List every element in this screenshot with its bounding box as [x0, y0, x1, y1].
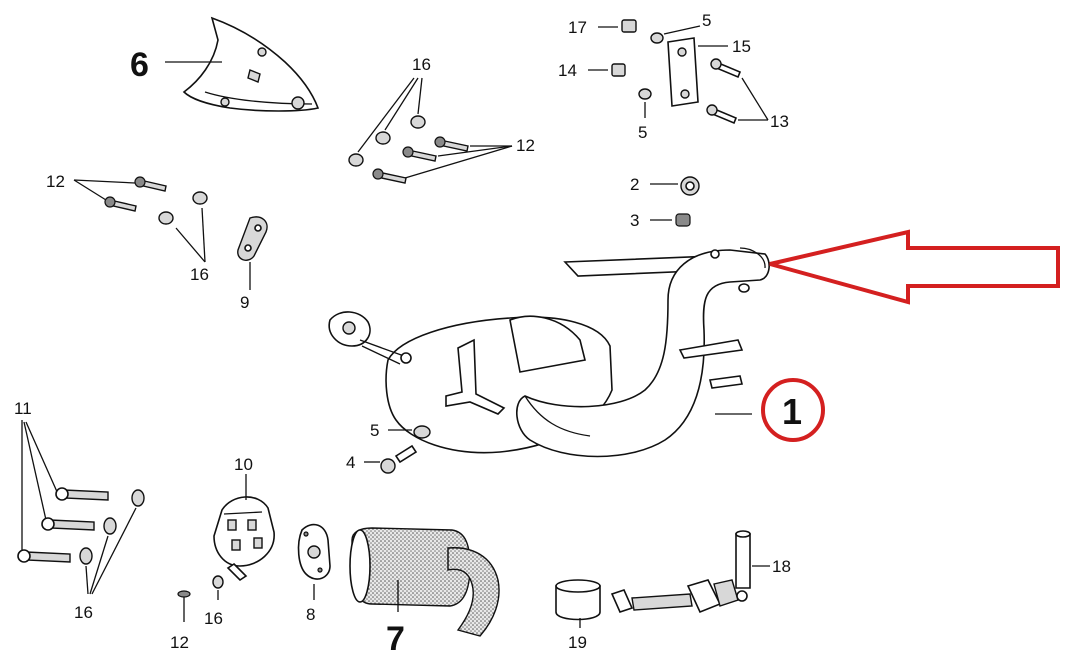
part-label-17: 17: [568, 18, 587, 37]
bolt-group-13: [706, 58, 742, 125]
part-label-16-top: 16: [412, 55, 431, 74]
bolt-group-12-top: [372, 136, 469, 184]
part-label-1: 1: [782, 391, 802, 432]
part-label-5-low: 5: [370, 421, 379, 440]
sensor-assembly-part-18: [610, 530, 751, 614]
part-label-16-bottom: 16: [204, 609, 223, 628]
bolt-part-12-bottom: [177, 590, 191, 622]
washer-group-16-left: [158, 191, 208, 225]
nut-part-17: [621, 19, 637, 33]
part-label-2: 2: [630, 175, 639, 194]
muffler-part-7: [349, 527, 500, 637]
part-label-8: 8: [306, 605, 315, 624]
bolt-part-4: [380, 444, 418, 474]
part-label-9: 9: [240, 293, 249, 312]
part-label-13: 13: [770, 112, 789, 131]
part-label-12-left: 12: [46, 172, 65, 191]
washer-part-16-bottom: [212, 575, 224, 589]
clamp-part-10: [213, 496, 275, 582]
washer-part-5-top: [650, 32, 664, 44]
part-label-11: 11: [14, 399, 32, 418]
heat-shield-part: [182, 16, 320, 112]
part-label-12-top: 12: [516, 136, 535, 155]
part-label-12-bottom: 12: [170, 633, 189, 652]
washer-group-16-top: [348, 115, 426, 167]
part-label-3: 3: [630, 211, 639, 230]
part-label-4: 4: [346, 453, 355, 472]
sleeve-part-19: [555, 579, 601, 621]
bolt-group-11: [17, 487, 109, 563]
part-label-16-left: 16: [190, 265, 209, 284]
part-label-5-top: 5: [702, 11, 711, 30]
part-label-18: 18: [772, 557, 791, 576]
part-label-6: 6: [130, 46, 149, 84]
highlight-circle: [761, 378, 825, 442]
part-label-5-mid: 5: [638, 123, 647, 142]
part-label-15: 15: [732, 37, 751, 56]
washer-part-5-mid: [638, 88, 652, 100]
plate-part-15: [667, 37, 699, 107]
nut-part-3: [675, 213, 691, 227]
part-label-19: 19: [568, 633, 587, 652]
washer-part-5-low: [413, 425, 431, 439]
bracket-part-9: [237, 216, 268, 261]
part-label-7: 7: [386, 620, 405, 658]
nut-part-14: [611, 63, 626, 77]
part-label-10: 10: [234, 455, 253, 474]
part-label-16-bottom-left: 16: [74, 603, 93, 622]
exhaust-assembly-part-1: [328, 247, 770, 458]
bolt-group-12-left: [104, 176, 167, 212]
part-label-14: 14: [558, 61, 577, 80]
gasket-part-8: [297, 523, 331, 580]
washer-group-16-bottom-left: [79, 489, 145, 565]
highlight-arrow-icon: [769, 229, 1060, 305]
